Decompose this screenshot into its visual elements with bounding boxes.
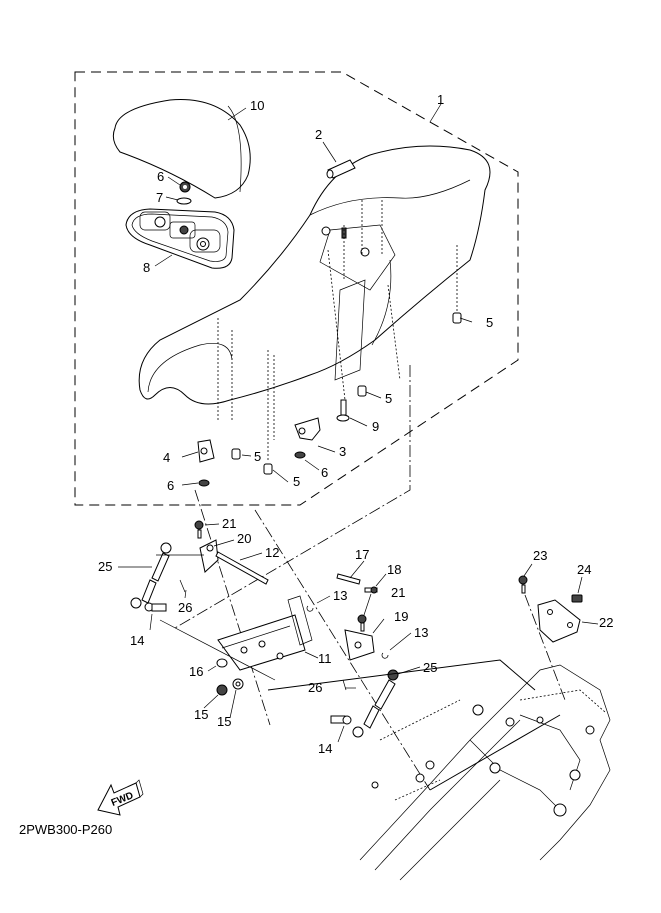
part-5-grommet-b (357, 385, 367, 397)
part-13-clip-a (306, 605, 314, 612)
callout-6b: 6 (321, 465, 328, 480)
part-17-pin (336, 573, 361, 585)
part-11-seat-frame (217, 595, 313, 671)
part-12-shaft (215, 551, 269, 585)
part-26-cotter-pin-b (342, 679, 347, 691)
part-9-bolt (336, 399, 350, 422)
callout-21b: 21 (391, 585, 405, 600)
callout-16: 16 (189, 664, 203, 679)
part-21-bolt-top (194, 520, 204, 539)
part-15-nut-b (232, 678, 244, 690)
callout-15b: 15 (217, 714, 231, 729)
part-22-bracket (537, 599, 581, 643)
callout-21a: 21 (222, 516, 236, 531)
part-23-bolt (518, 575, 528, 594)
part-5-grommet-c (231, 448, 241, 460)
part-18-screw (364, 586, 378, 594)
part-16-grommet (216, 658, 228, 668)
callout-12: 12 (265, 545, 279, 560)
part-5-grommet-a (452, 312, 462, 324)
part-25-damper-left (130, 542, 172, 609)
part-8-bracket-plate (125, 208, 235, 269)
part-1-seat (138, 145, 491, 405)
part-14-bolt-left (144, 602, 167, 612)
callout-11: 11 (318, 651, 332, 666)
callout-14b: 14 (318, 741, 332, 756)
callout-7: 7 (156, 190, 163, 205)
callout-14a: 14 (130, 633, 144, 648)
callout-15a: 15 (194, 707, 208, 722)
callout-26b: 26 (308, 680, 322, 695)
part-2-rod (326, 159, 356, 179)
callout-5b: 5 (385, 391, 392, 406)
frame-section (359, 664, 611, 881)
part-4-bracket (197, 439, 215, 487)
callout-9: 9 (372, 419, 379, 434)
part-19-bracket (344, 629, 375, 661)
drawing-code: 2PWB300-P260 (19, 822, 113, 837)
part-13-clip-b (381, 652, 389, 659)
callout-3: 3 (339, 444, 346, 459)
callout-6c: 6 (167, 478, 174, 493)
part-3-bracket (294, 417, 321, 459)
callout-26a: 26 (178, 600, 192, 615)
callout-8: 8 (143, 260, 150, 275)
part-10-pillion-pad (112, 99, 251, 199)
callout-6a: 6 (157, 169, 164, 184)
callout-13a: 13 (333, 588, 347, 603)
callout-17: 17 (355, 547, 369, 562)
callout-1: 1 (437, 92, 444, 107)
callout-2: 2 (315, 127, 322, 142)
callout-5a: 5 (486, 315, 493, 330)
callout-24: 24 (577, 562, 591, 577)
callout-4: 4 (163, 450, 170, 465)
part-25-damper-right (352, 669, 399, 738)
part-26-cotter-pin-a (179, 579, 186, 593)
callout-22: 22 (599, 615, 613, 630)
callout-19: 19 (394, 609, 408, 624)
forward-arrow-icon: FWD (97, 779, 144, 816)
seat-assembly-boundary (74, 71, 519, 506)
callout-10: 10 (250, 98, 264, 113)
part-20-bracket (199, 539, 219, 573)
callout-25a: 25 (98, 559, 112, 574)
part-6-nut-top (179, 181, 191, 193)
part-21-bolt-right (357, 614, 367, 632)
callout-5c: 5 (254, 449, 261, 464)
callout-20: 20 (237, 531, 251, 546)
callout-25b: 25 (423, 660, 437, 675)
callout-5d: 5 (293, 474, 300, 489)
callout-13b: 13 (414, 625, 428, 640)
part-5-grommet-d (263, 463, 273, 475)
callout-23: 23 (533, 548, 547, 563)
part-15-nut-a (216, 684, 228, 696)
part-7-washer (176, 197, 192, 205)
part-14-bolt-right (330, 715, 352, 725)
callout-18: 18 (387, 562, 401, 577)
part-24-connector (571, 594, 583, 603)
